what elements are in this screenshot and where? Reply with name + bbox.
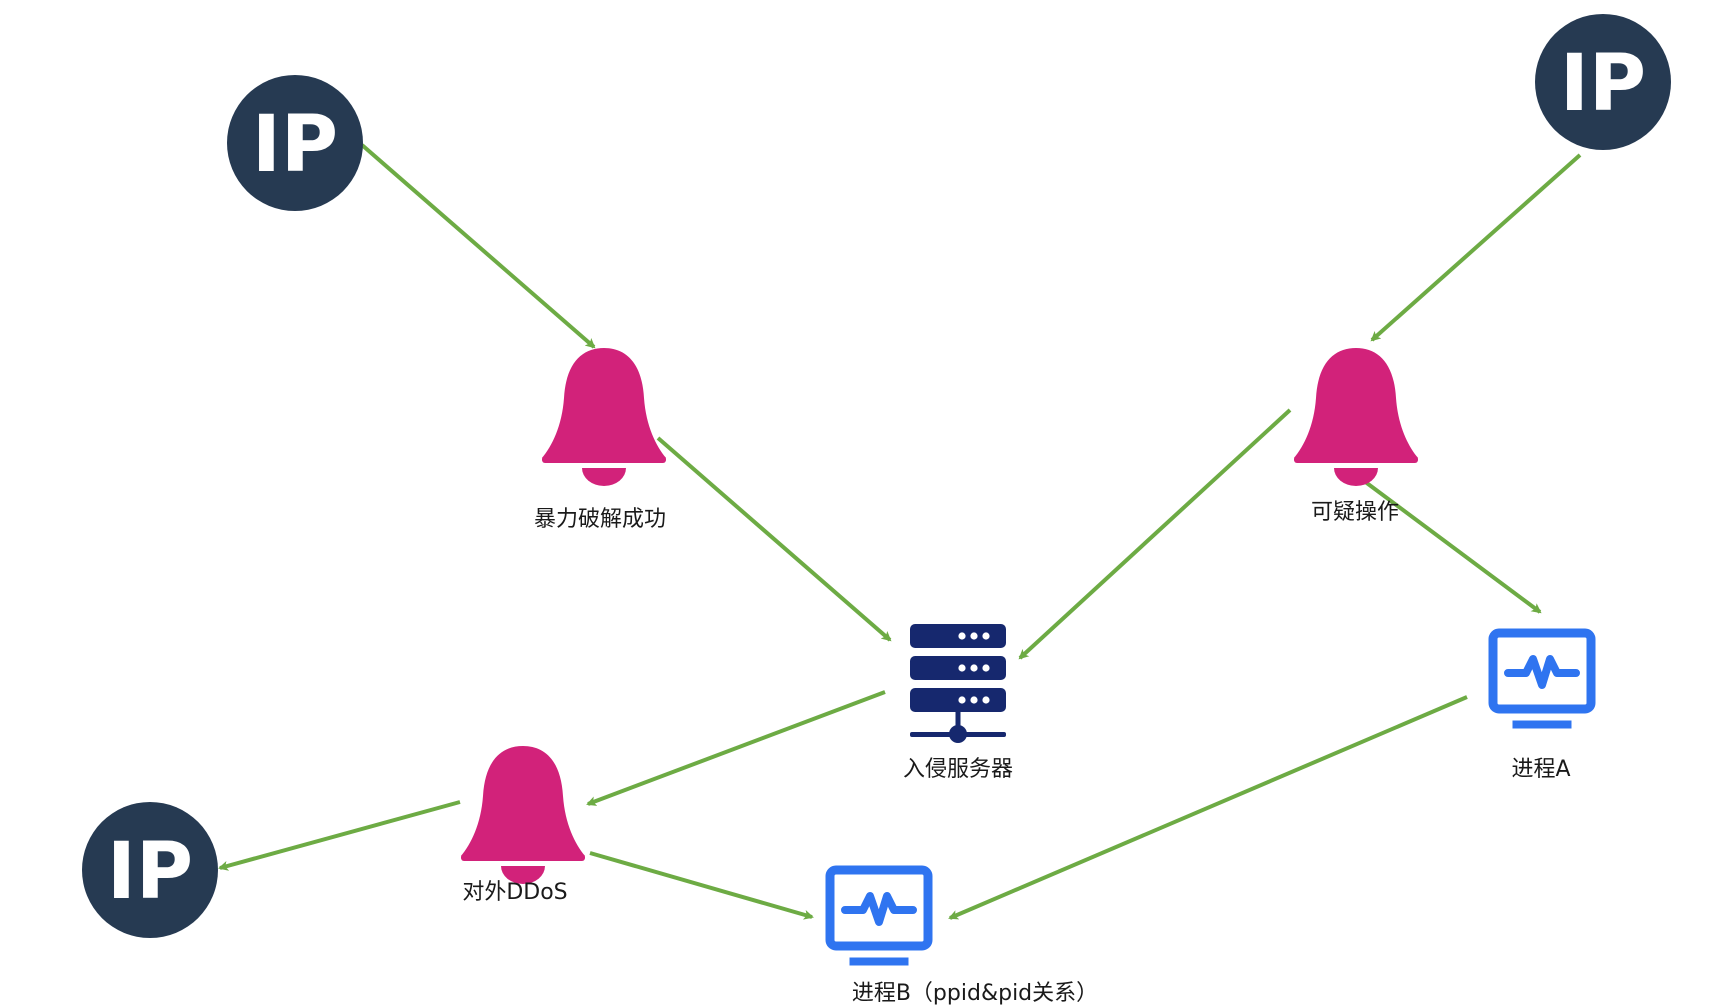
ip-node-top-left[interactable]: IP: [227, 75, 363, 211]
alert-label-suspicious: 可疑操作: [1311, 500, 1399, 525]
server-label: 入侵服务器: [903, 757, 1013, 782]
edge-ddos-to-process-b: [589, 851, 814, 920]
alert-node-suspicious[interactable]: 可疑操作: [1294, 348, 1418, 525]
edge-suspicious-to-process-a: [1350, 470, 1542, 614]
edge-ip-top-right-to-suspicious: [1370, 153, 1582, 342]
process-label-b: 进程B（ppid&pid关系）: [852, 981, 1098, 1006]
server-icon: [910, 624, 1006, 743]
monitor-icon: [830, 870, 928, 965]
ip-node-bottom-left[interactable]: IP: [82, 802, 218, 938]
process-node-b[interactable]: 进程B（ppid&pid关系）: [830, 870, 1098, 1006]
server-node[interactable]: 入侵服务器: [903, 624, 1013, 782]
alert-label-bruteforce: 暴力破解成功: [534, 507, 666, 532]
ip-badge-icon: [1535, 14, 1671, 150]
alert-node-bruteforce[interactable]: 暴力破解成功: [534, 348, 666, 532]
ip-badge-icon: [227, 75, 363, 211]
ip-label: IP: [1560, 39, 1646, 129]
monitor-icon: [1493, 633, 1591, 728]
bell-icon: [542, 348, 666, 486]
edge-process-a-to-process-b: [948, 695, 1468, 920]
edge-bruteforce-to-server: [656, 436, 892, 642]
bell-icon: [1294, 348, 1418, 486]
edge-server-to-ddos: [586, 690, 886, 806]
edge-ip-top-left-to-bruteforce: [360, 143, 596, 349]
ip-label: IP: [107, 827, 193, 917]
alert-label-ddos: 对外DDoS: [462, 880, 567, 905]
edge-ddos-to-ip-bottom-left: [218, 800, 461, 871]
edge-suspicious-to-server: [1018, 408, 1292, 660]
alert-node-ddos[interactable]: 对外DDoS: [461, 746, 585, 905]
ip-label: IP: [252, 100, 338, 190]
bell-icon: [461, 746, 585, 884]
ip-node-top-right[interactable]: IP: [1535, 14, 1671, 150]
process-node-a[interactable]: 进程A: [1493, 633, 1591, 782]
ip-badge-icon: [82, 802, 218, 938]
process-label-a: 进程A: [1511, 757, 1570, 782]
edges: [218, 143, 1582, 920]
